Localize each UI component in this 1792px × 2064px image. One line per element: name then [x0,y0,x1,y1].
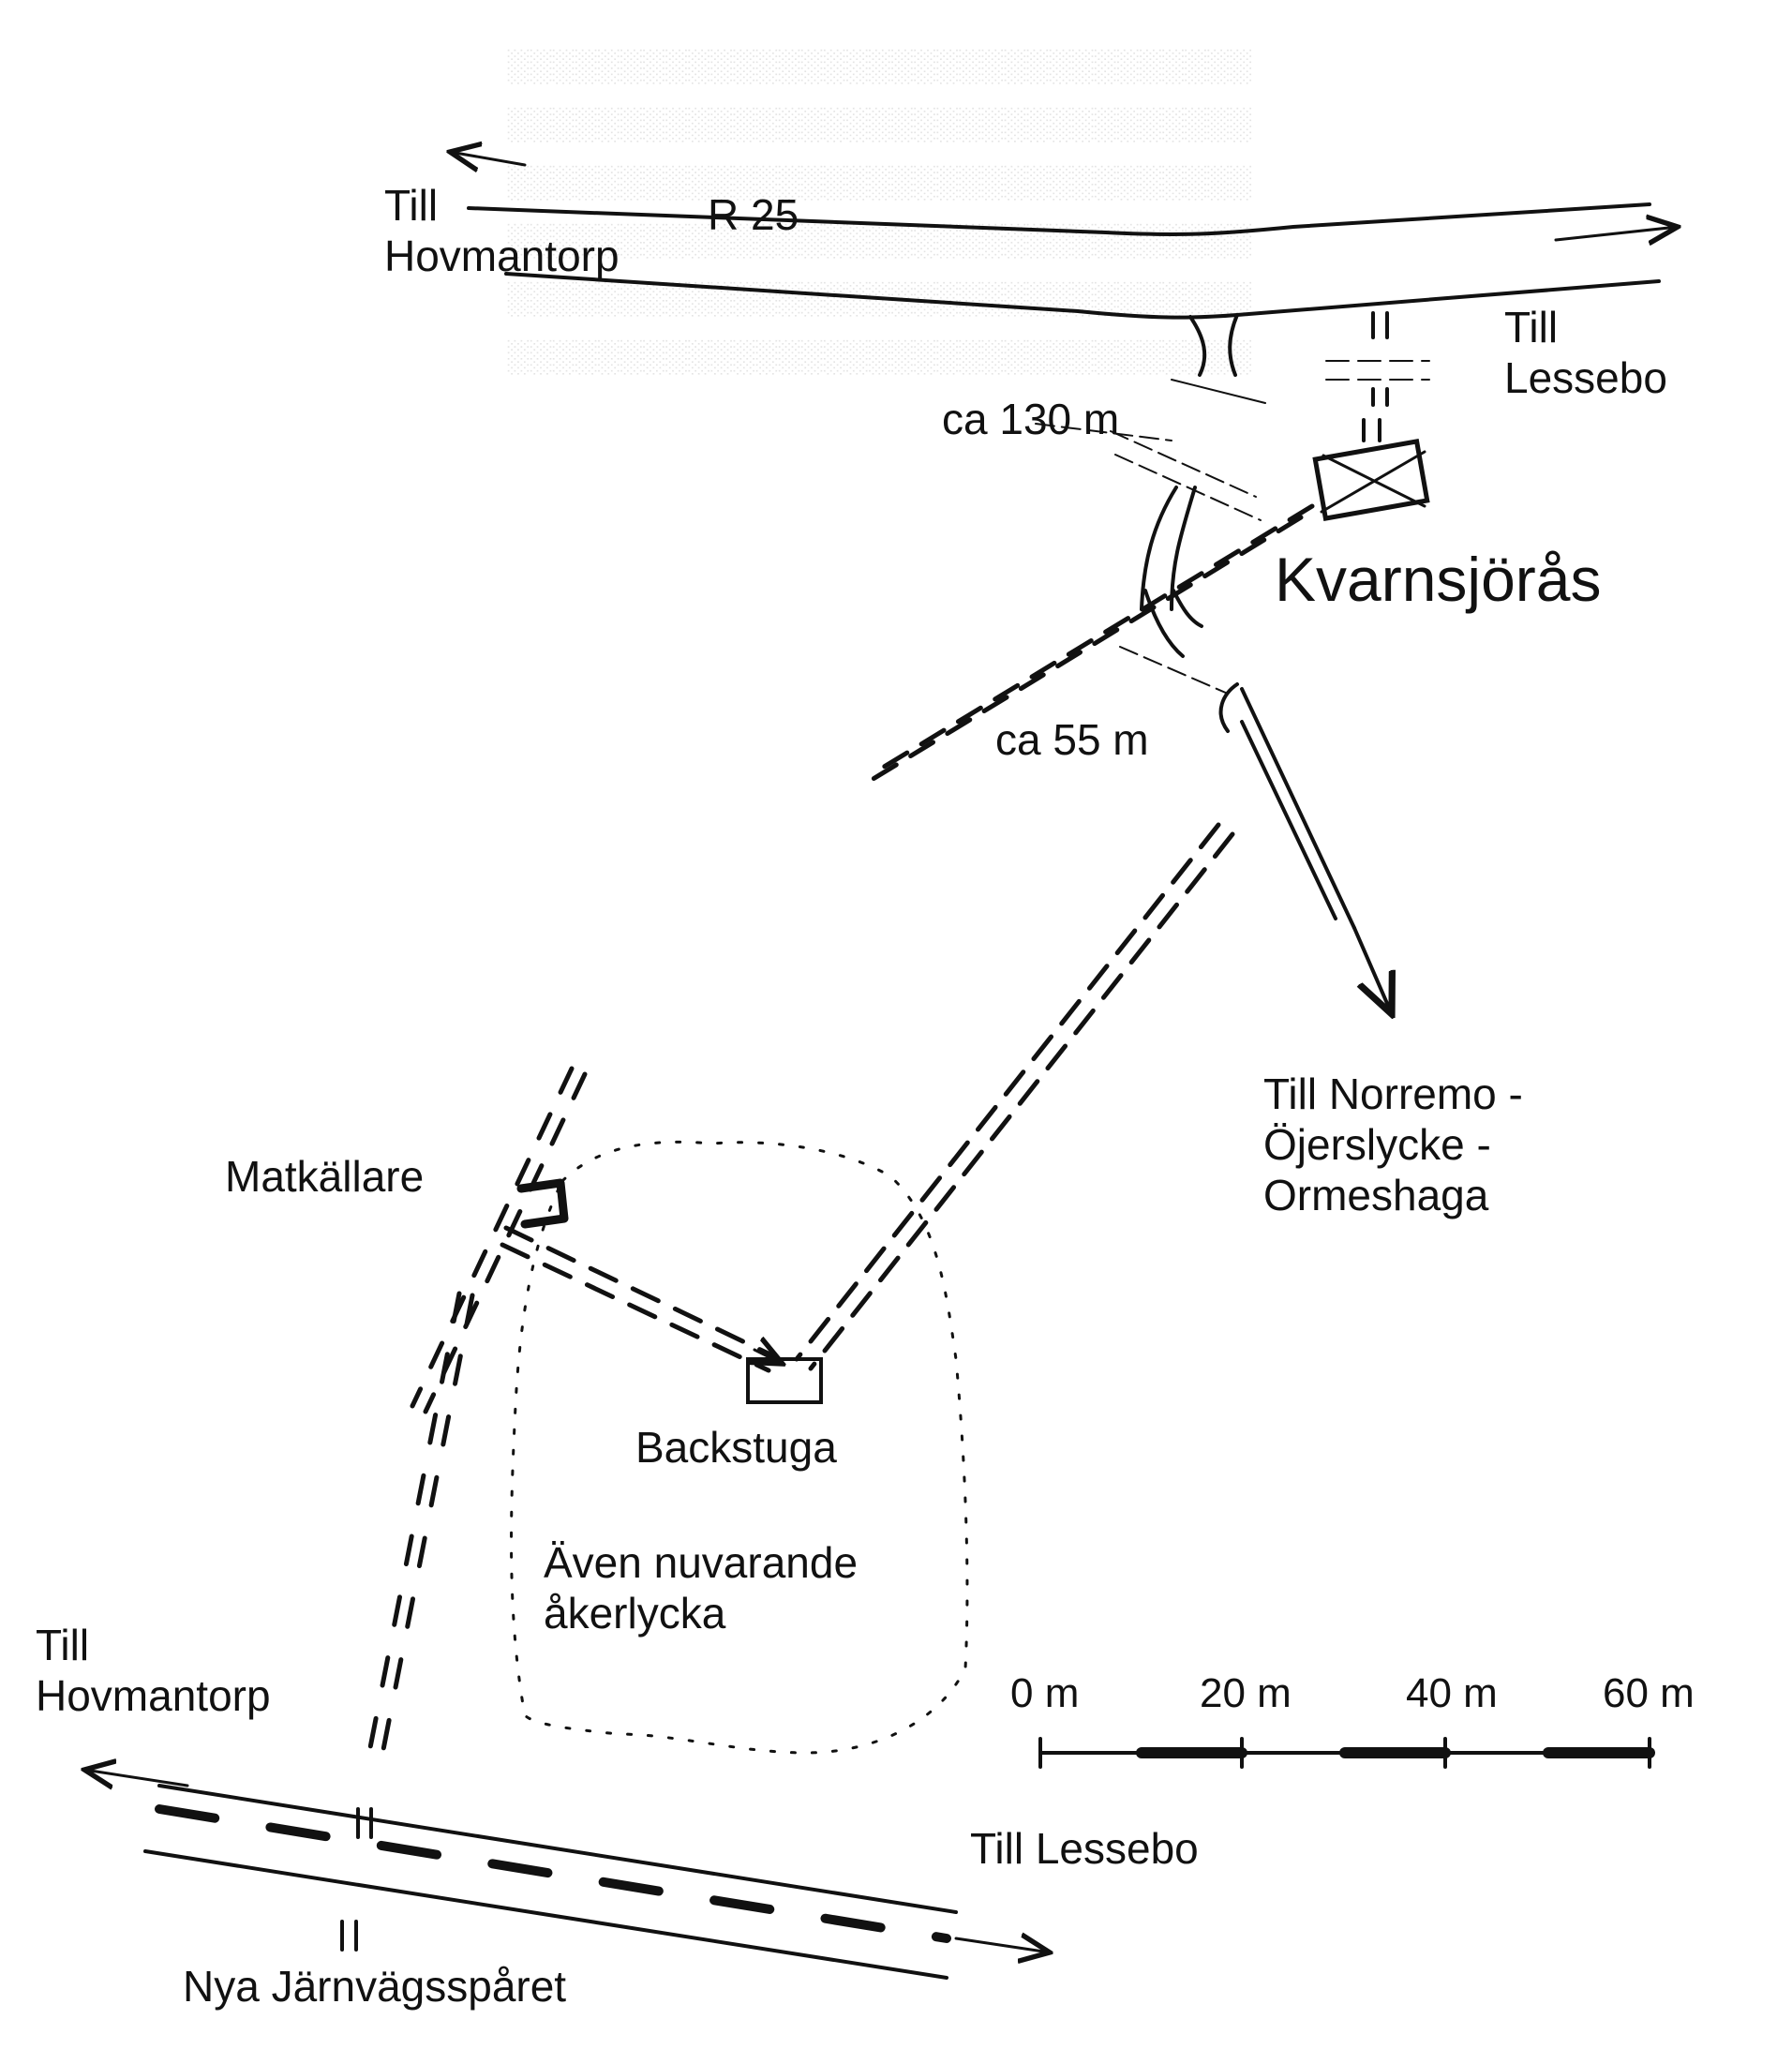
label-till-lessebo-top: Till Lessebo [1504,303,1667,402]
label-distance-55: ca 55 m [995,715,1149,764]
label-till-hovmantorp-bottom: Till Hovmantorp [36,1621,271,1720]
label-distance-130: ca 130 m [942,395,1120,443]
arrow-to-lessebo-bottom [954,1938,1050,1952]
arrow-to-hovmantorp-top [450,152,527,165]
label-backstuga: Backstuga [635,1423,837,1472]
label-matkallare: Matkällare [225,1152,425,1201]
kvarnsjoras-building [1312,439,1430,521]
path-building-southwest [878,503,1315,771]
side-road-left [1140,486,1178,611]
railway-upper-line [157,1784,958,1914]
arrow-to-hovmantorp-bottom [84,1770,189,1786]
label-railway: Nya Järnvägsspåret [183,1962,567,2011]
junction-right [1228,313,1239,377]
path-to-railway [363,1291,462,1774]
path-to-backstuga-ne [794,822,1221,1362]
road-to-norremo-left [1218,682,1239,733]
arrow-to-lessebo-top [1554,227,1678,240]
road-to-norremo-right [1240,687,1356,930]
scale-tick-40: 40 m [1406,1670,1498,1716]
scale-tick-0: 0 m [1010,1670,1080,1716]
scale-tick-20: 20 m [1200,1670,1292,1716]
path-matkallare-backstuga [503,1225,779,1360]
scale-bar [1038,1737,1655,1769]
field-outline [510,1140,969,1755]
railway-lower-line [143,1849,948,1980]
railway-track [155,1804,951,1943]
road-r25-lower-edge [504,272,1661,320]
label-till-lessebo-bottom: Till Lessebo [970,1824,1199,1873]
label-till-norremo: Till Norremo - Öjerslycke - Ormeshaga [1263,1069,1523,1219]
junction-left [1188,315,1207,377]
path-north-matkallare [410,1066,575,1409]
label-till-hovmantorp-top: Till Hovmantorp [384,181,620,280]
backstuga-building [746,1357,823,1404]
scale-tick-60: 60 m [1603,1670,1695,1716]
matkallare-symbol [516,1178,569,1229]
label-kvarnsjoras: Kvarnsjörås [1275,545,1602,614]
road-r25-upper-edge [467,202,1651,236]
label-aven-nuvarande-akerlycka: Även nuvarande åkerlycka [544,1538,859,1638]
label-road-r25: R 25 [708,190,799,239]
